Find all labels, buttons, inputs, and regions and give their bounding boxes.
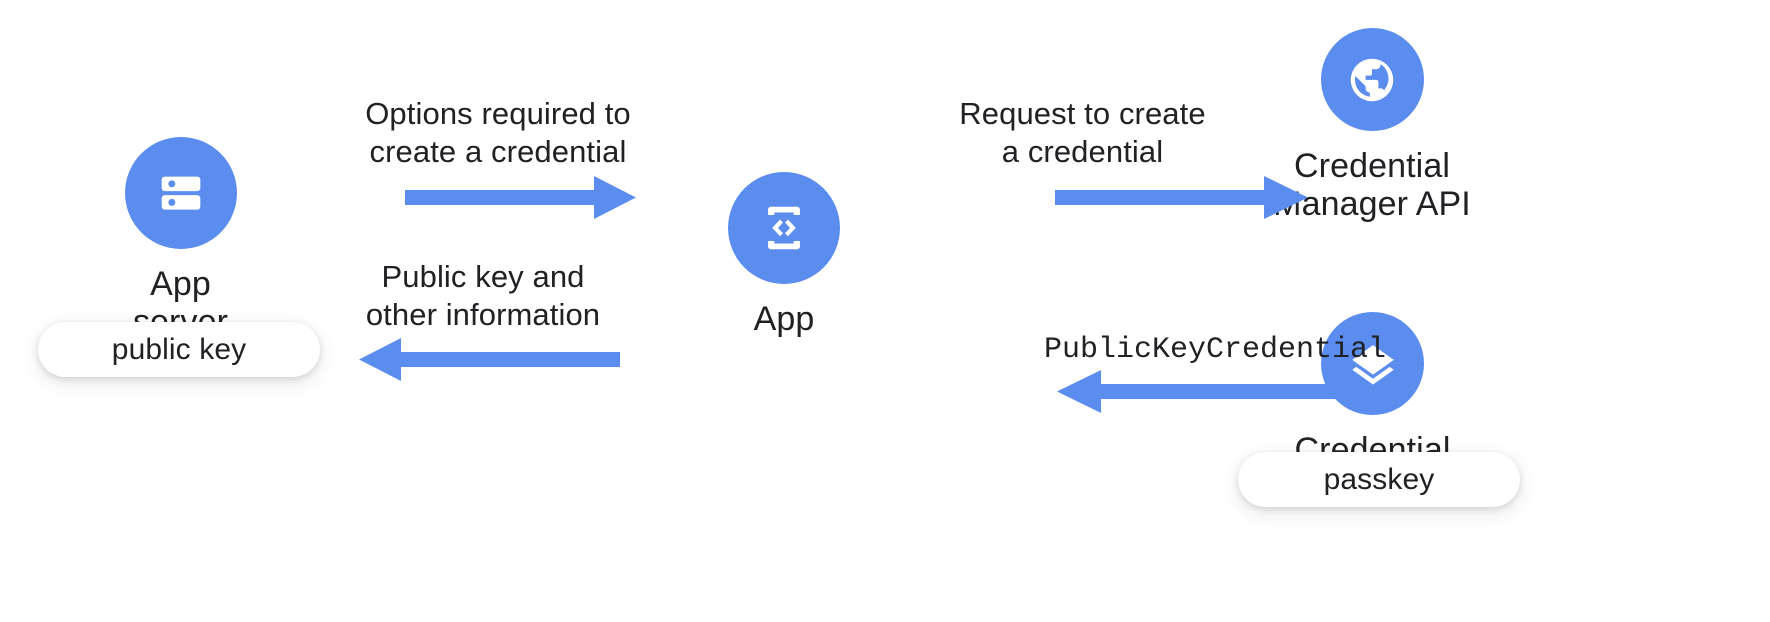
layers-icon	[1351, 344, 1394, 385]
globe-icon	[1350, 58, 1394, 101]
credential-manager-api-label: Credential Manager API	[1273, 147, 1471, 224]
arrow-request-to-create	[1055, 176, 1308, 219]
flow-label-request-to-create: Request to create a credential	[959, 96, 1206, 169]
arrow-public-key-and-other-information	[359, 338, 620, 381]
flow-label-options-required: Options required to create a credential	[365, 96, 631, 169]
arrow-public-key-credential	[1057, 370, 1367, 413]
app-server-circle	[124, 137, 237, 249]
node-credential-manager-api: Credential Manager API	[1262, 28, 1482, 223]
node-app-server: App server	[123, 137, 238, 341]
arrow-options-required	[405, 176, 636, 219]
pill-public-key: public key	[38, 322, 320, 377]
flow-label-public-key-credential: PublicKeyCredential	[1043, 333, 1387, 367]
server-icon	[161, 176, 200, 210]
phone-code-icon	[768, 206, 800, 250]
node-app: App	[728, 172, 840, 338]
flow-label-public-key-and-other-information: Public key and other information	[365, 259, 601, 332]
app-label: App	[753, 300, 815, 338]
credential-manager-api-circle	[1320, 28, 1424, 131]
pill-passkey-text: passkey	[1323, 462, 1435, 496]
pill-public-key-text: public key	[111, 332, 247, 366]
app-circle	[728, 172, 840, 284]
pill-passkey: passkey	[1238, 452, 1520, 507]
